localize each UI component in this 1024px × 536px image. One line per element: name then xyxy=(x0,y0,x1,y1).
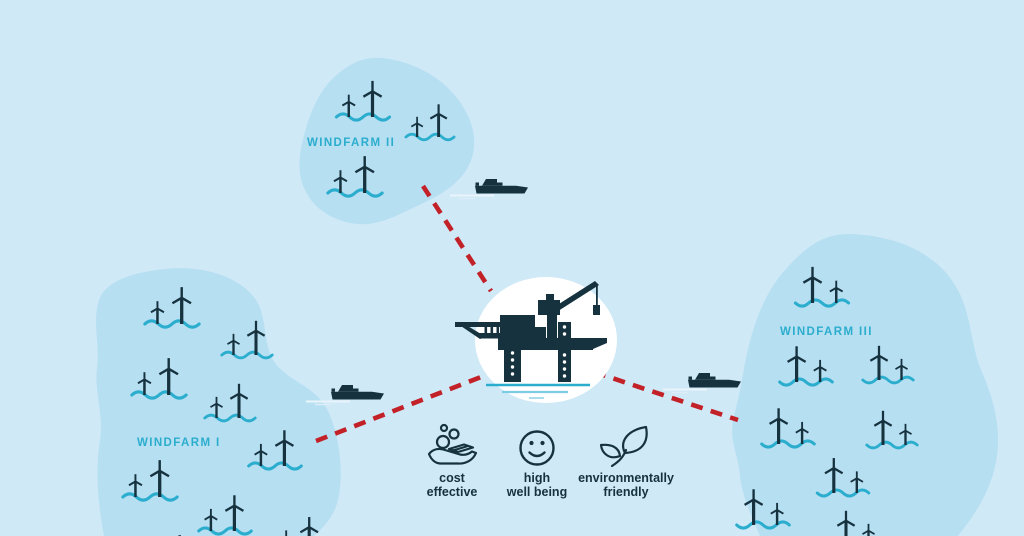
coins-in-hand-icon xyxy=(427,423,478,465)
service-vessel xyxy=(449,178,529,200)
windfarm-1-area xyxy=(96,268,341,536)
benefit-caption-line: well being xyxy=(506,485,568,499)
benefit-high-well-being: high well being xyxy=(482,418,592,499)
connection-line-windfarm-2 xyxy=(421,184,493,293)
connection-line-windfarm-1 xyxy=(315,374,482,444)
benefit-caption-line: cost xyxy=(439,471,465,485)
connection-line-windfarm-3 xyxy=(593,369,739,423)
benefit-caption-line: environmentally xyxy=(578,471,674,485)
benefit-caption-line: effective xyxy=(426,485,478,499)
service-vessel xyxy=(305,384,385,406)
leaf-icon xyxy=(599,425,648,468)
service-vessel xyxy=(662,372,742,394)
jackup-rig-illustration xyxy=(455,281,607,399)
benefit-environmentally-friendly: environmentally friendly xyxy=(571,418,681,499)
windfarm-3-area xyxy=(732,233,999,536)
windfarm-1-label: WINDFARM I xyxy=(137,437,221,449)
windfarm-3-label: WINDFARM III xyxy=(780,326,873,338)
benefit-cost-effective: cost effective xyxy=(397,418,507,499)
windfarm-2-area xyxy=(299,57,475,225)
smiley-face-icon xyxy=(519,430,555,466)
windfarm-2-label: WINDFARM II xyxy=(307,137,396,149)
benefit-caption-line: friendly xyxy=(603,485,649,499)
benefit-caption-line: high xyxy=(523,471,551,485)
